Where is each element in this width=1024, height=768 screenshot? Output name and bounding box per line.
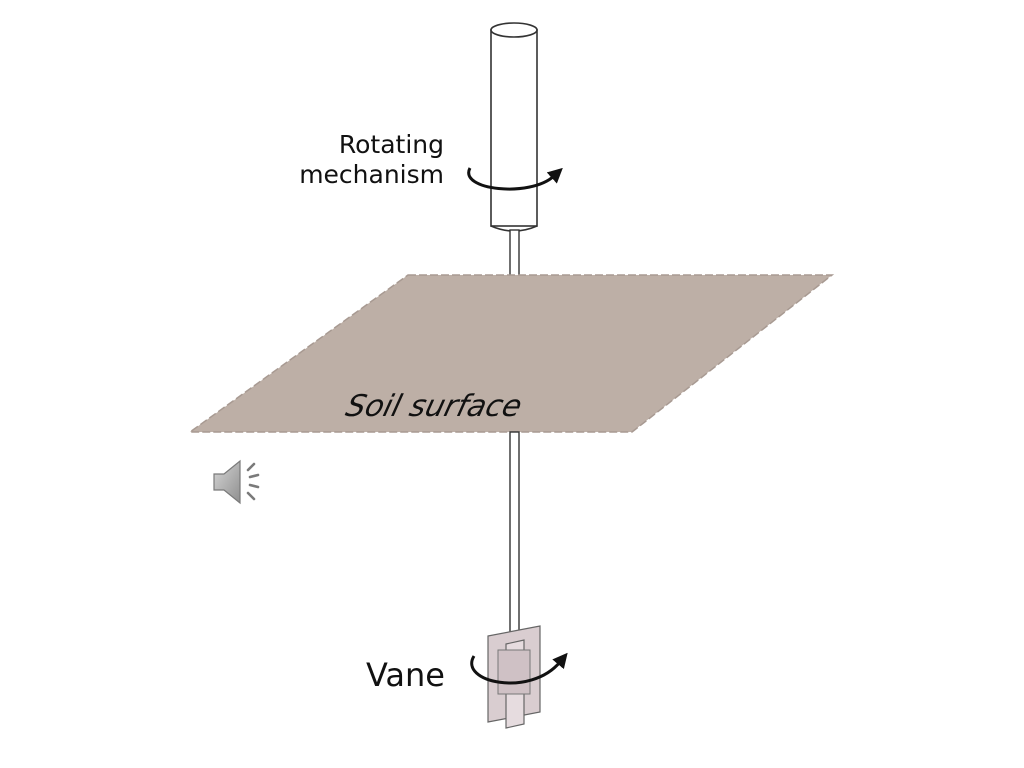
mechanism-rotation-arrow-icon <box>467 167 563 191</box>
rotating-label-line2: mechanism <box>299 160 444 189</box>
soil-surface-label: Soil surface <box>342 389 525 423</box>
soil-surface-plane <box>187 274 835 433</box>
vane-label: Vane <box>366 656 445 694</box>
rotating-mechanism-cylinder <box>490 22 538 232</box>
vane-blades <box>487 625 541 729</box>
rotating-label-line1: Rotating <box>338 130 444 159</box>
rotating-mechanism-label: Rotating mechanism <box>282 130 444 190</box>
speaker-icon[interactable] <box>210 456 270 508</box>
vane-rotation-arrow-icon <box>470 652 568 685</box>
